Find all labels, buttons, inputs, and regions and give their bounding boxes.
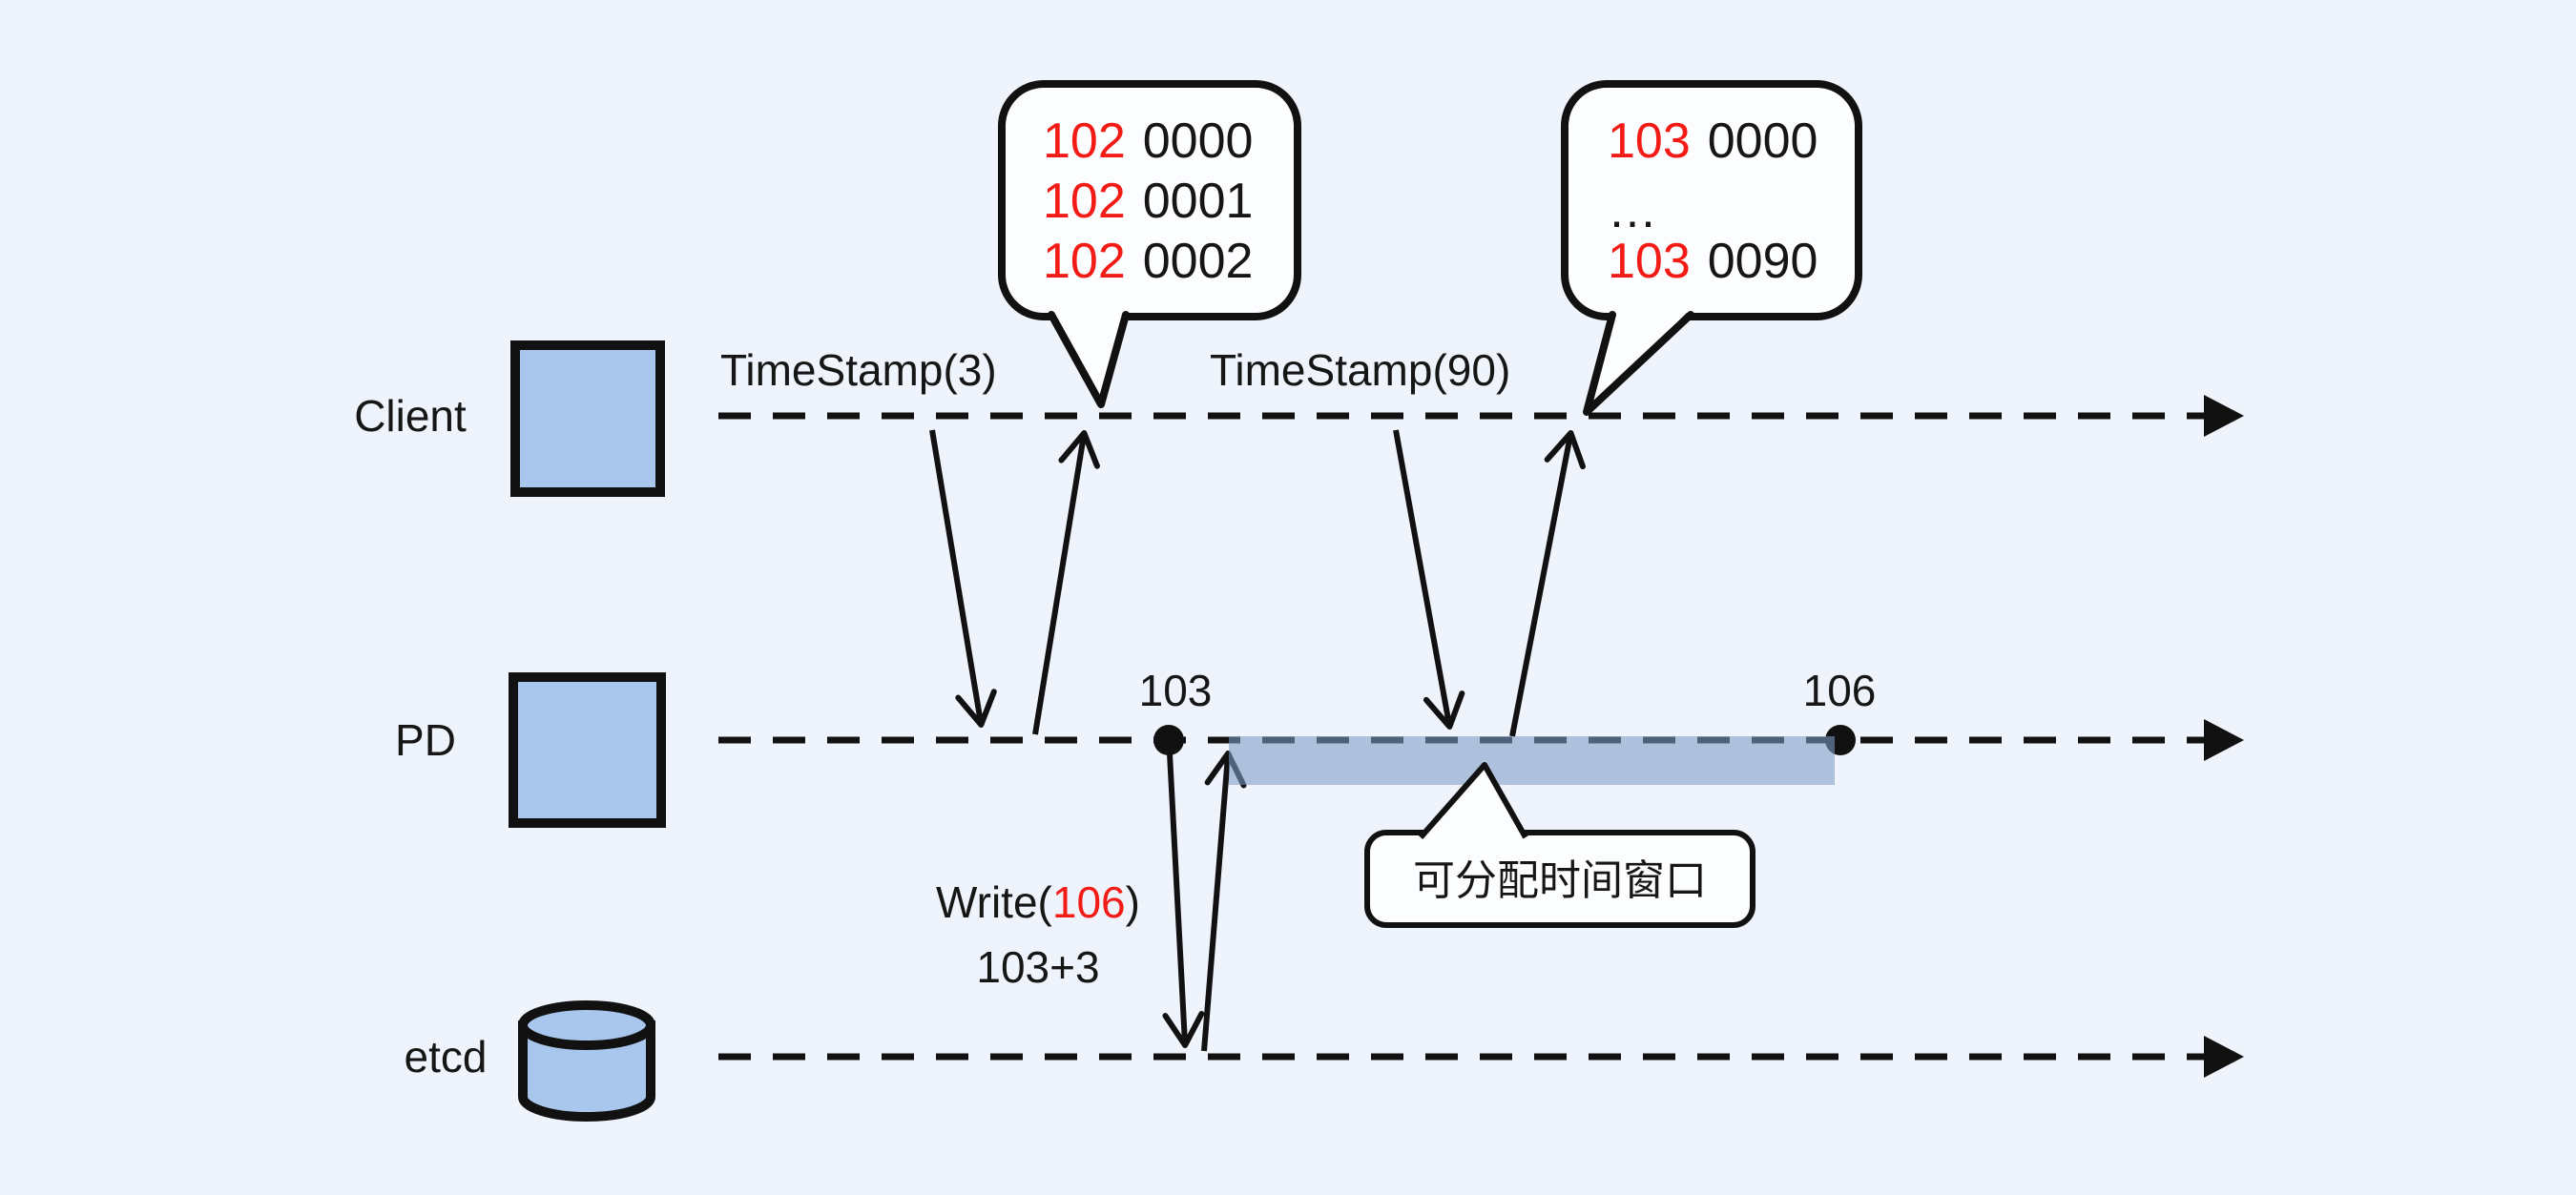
client-node-square (510, 340, 665, 497)
write-calc-label: 103+3 (976, 942, 1099, 992)
ts90-response-arrow (1509, 430, 1586, 737)
timestamp90-request-label: TimeStamp(90) (1210, 345, 1510, 395)
pd-point-103-dot (1153, 725, 1184, 755)
client-timeline-arrowhead-icon (2204, 395, 2244, 437)
pd-point-103-label: 103 (1139, 666, 1213, 715)
ts3-request-arrow (929, 429, 997, 728)
lane-label-etcd: etcd (405, 1032, 488, 1082)
pd-write-etcd-arrow (1162, 752, 1205, 1048)
lane-label-pd: PD (395, 715, 456, 765)
pd-timeline-arrowhead-icon (2204, 719, 2244, 761)
etcd-ack-arrow (1201, 751, 1247, 1052)
ts3-response-arrow (1032, 430, 1100, 735)
ts90-bubble-ellipsis: … (1608, 183, 1657, 238)
lane-label-client: Client (354, 391, 467, 441)
ts90-request-arrow (1393, 429, 1465, 730)
pd-point-106-label: 106 (1803, 666, 1877, 715)
allocatable-window-bar (1229, 736, 1835, 785)
pd-node-square (509, 672, 666, 828)
timestamp3-request-label: TimeStamp(3) (720, 345, 997, 395)
allocatable-window-label: 可分配时间窗口 (1413, 857, 1707, 904)
allocatable-window-callout: 可分配时间窗口 (1364, 762, 1755, 928)
write-label: Write(106) (936, 877, 1140, 927)
etcd-database-cylinder-icon (518, 1000, 655, 1122)
etcd-timeline-arrowhead-icon (2204, 1036, 2244, 1078)
